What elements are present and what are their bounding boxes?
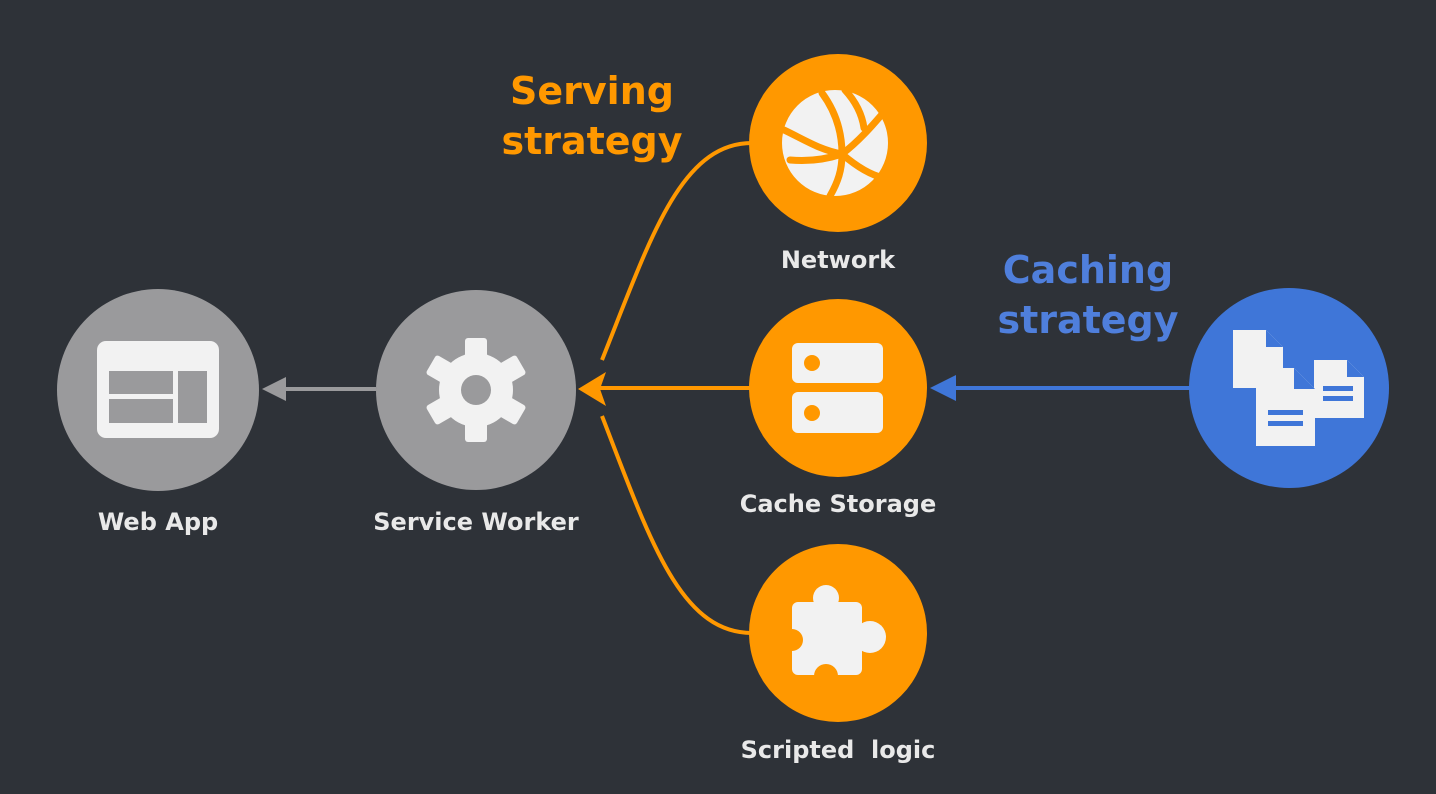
- connectors: [262, 141, 1192, 635]
- globe-icon: [780, 86, 888, 200]
- cache-storage-circle: [749, 299, 927, 477]
- curve-network-to-sw: [600, 141, 753, 361]
- documents-icon: [1233, 330, 1364, 446]
- caching-strategy-line1: Caching: [1003, 248, 1173, 292]
- network-label: Network: [781, 246, 896, 274]
- puzzle-piece-icon: [781, 585, 886, 688]
- service-worker-label: Service Worker: [373, 508, 579, 536]
- caching-strategy-heading: Caching strategy: [997, 248, 1178, 342]
- caching-strategy-line2: strategy: [997, 298, 1178, 342]
- serving-strategy-line1: Serving: [510, 69, 674, 113]
- scripted-logic-label: Scripted logic: [741, 736, 936, 764]
- node-scripted-logic: Scripted logic: [741, 544, 936, 764]
- node-service-worker: Service Worker: [373, 290, 579, 536]
- node-cache-storage: Cache Storage: [740, 299, 937, 518]
- curve-logic-to-sw: [600, 415, 753, 635]
- serving-strategy-heading: Serving strategy: [501, 69, 682, 163]
- serving-strategy-line2: strategy: [501, 119, 682, 163]
- arrowhead-service-worker: [578, 372, 606, 406]
- arrowhead-webapp: [262, 377, 286, 401]
- gear-icon: [426, 338, 526, 442]
- storage-server-icon: [792, 343, 883, 433]
- web-page-layout-icon: [97, 341, 219, 438]
- node-resources: [1189, 288, 1389, 488]
- web-app-label: Web App: [98, 508, 218, 536]
- node-web-app: Web App: [57, 289, 259, 536]
- node-network: Network: [749, 54, 927, 274]
- arrowhead-cache-storage: [930, 375, 956, 401]
- cache-storage-label: Cache Storage: [740, 490, 937, 518]
